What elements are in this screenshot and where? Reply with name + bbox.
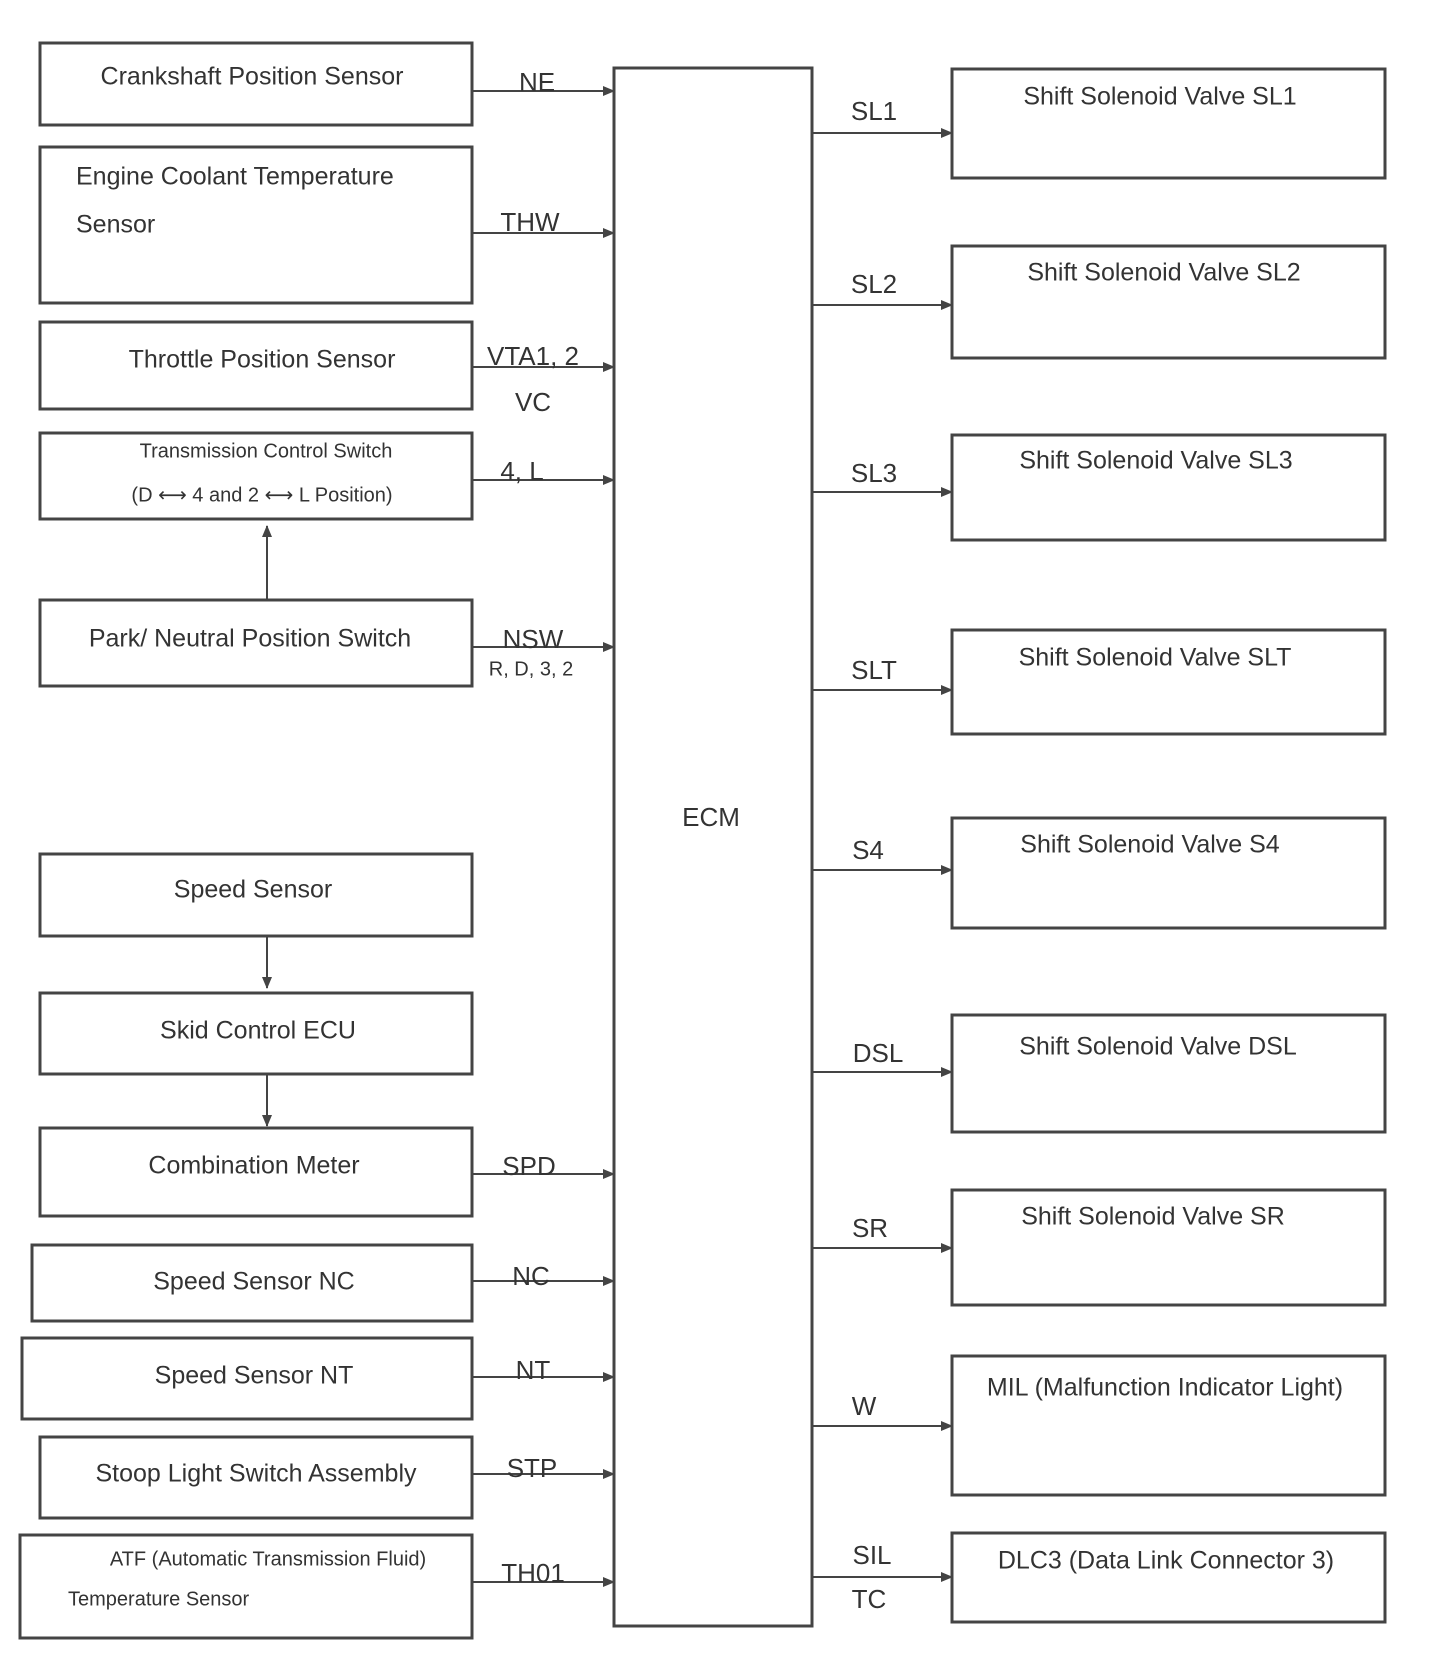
transmission-control-switch-d-4-and-2-l-position-label-1: Transmission Control Switch xyxy=(140,440,393,462)
shift-solenoid-valve-sl2-label: Shift Solenoid Valve SL2 xyxy=(1027,259,1300,287)
signal-sl3: SL3 xyxy=(851,458,897,488)
input-speed-sensor-nc: Speed Sensor NC NC xyxy=(30,1243,615,1323)
skid-control-ecu-label-1: Skid Control ECU xyxy=(160,1017,356,1045)
transmission-control-switch-d-4-and-2-l-position-label-2: (D ⟷ 4 and 2 ⟷ L Position) xyxy=(131,484,392,506)
speed-sensor-box xyxy=(38,852,474,938)
signal-nt: NT xyxy=(516,1355,551,1385)
dlc3-data-link-connector-3-box xyxy=(950,1531,1387,1624)
mil-malfunction-indicator-light-label: MIL (Malfunction Indicator Light) xyxy=(987,1374,1343,1402)
input-skid-control-ecu: Skid Control ECU xyxy=(38,991,474,1076)
speed-sensor-nc-label-1: Speed Sensor NC xyxy=(153,1268,355,1296)
dlc3-data-link-connector-3-label: DLC3 (Data Link Connector 3) xyxy=(998,1547,1334,1575)
output-dlc3-data-link-connector-3: DLC3 (Data Link Connector 3) SIL TC xyxy=(812,1531,1387,1624)
atf-automatic-transmission-fluid-temperature-sensor-box xyxy=(18,1533,474,1640)
shift-solenoid-valve-s4-label: Shift Solenoid Valve S4 xyxy=(1020,831,1280,859)
speed-sensor-nt-box xyxy=(20,1336,474,1421)
output-shift-solenoid-valve-dsl: Shift Solenoid Valve DSL DSL xyxy=(812,1013,1387,1134)
signal-tc: TC xyxy=(852,1584,887,1614)
speed-sensor-nt-label-1: Speed Sensor NT xyxy=(155,1362,354,1390)
signal-ne: NE xyxy=(519,67,555,97)
output-shift-solenoid-valve-sl1: Shift Solenoid Valve SL1 SL1 xyxy=(812,67,1387,180)
signal-sl1: SL1 xyxy=(851,96,897,126)
signal-slt: SLT xyxy=(851,655,897,685)
signal-w: W xyxy=(852,1391,877,1421)
signal-spd: SPD xyxy=(502,1151,555,1181)
ecm-label: ECM xyxy=(682,802,740,832)
ecm-box xyxy=(612,66,814,1628)
input-atf-automatic-transmission-fluid-temperature-sensor: ATF (Automatic Transmission Fluid) Temper… xyxy=(18,1533,615,1640)
input-stoop-light-switch-assembly: Stoop Light Switch Assembly STP xyxy=(38,1435,615,1520)
output-shift-solenoid-valve-sl3: Shift Solenoid Valve SL3 SL3 xyxy=(812,433,1387,542)
input-transmission-control-switch-d-4-and-2-l-position: Transmission Control Switch (D ⟷ 4 and 2 … xyxy=(38,431,615,521)
speed-sensor-label-1: Speed Sensor xyxy=(174,876,332,904)
combination-meter-label-1: Combination Meter xyxy=(148,1152,359,1180)
signal-sr: SR xyxy=(852,1213,888,1243)
shift-solenoid-valve-dsl-label: Shift Solenoid Valve DSL xyxy=(1019,1033,1297,1061)
input-throttle-position-sensor: Throttle Position Sensor VTA1, 2 VC xyxy=(38,320,615,417)
engine-coolant-temperature-sensor-box xyxy=(38,145,474,305)
input-speed-sensor-nt: Speed Sensor NT NT xyxy=(20,1336,615,1421)
shift-solenoid-valve-slt-box xyxy=(950,628,1387,736)
stoop-light-switch-assembly-box xyxy=(38,1435,474,1520)
shift-solenoid-valve-sl3-label: Shift Solenoid Valve SL3 xyxy=(1019,447,1292,475)
skid-control-ecu-box xyxy=(38,991,474,1076)
output-shift-solenoid-valve-slt: Shift Solenoid Valve SLT SLT xyxy=(812,628,1387,736)
shift-solenoid-valve-sr-box xyxy=(950,1188,1387,1307)
crankshaft-position-sensor-label-1: Crankshaft Position Sensor xyxy=(101,63,404,91)
signal-4-l: 4, L xyxy=(500,456,543,486)
throttle-position-sensor-label-1: Throttle Position Sensor xyxy=(129,346,396,374)
atf-automatic-transmission-fluid-temperature-sensor-label-2: Temperature Sensor xyxy=(68,1588,250,1610)
shift-solenoid-valve-slt-label: Shift Solenoid Valve SLT xyxy=(1019,644,1292,672)
transmission-control-switch-d-4-and-2-l-position-box xyxy=(38,431,474,521)
signal-sl2: SL2 xyxy=(851,269,897,299)
engine-coolant-temperature-sensor-label-2: Sensor xyxy=(76,211,155,239)
engine-coolant-temperature-sensor-label-1: Engine Coolant Temperature xyxy=(76,163,394,191)
signal-th01: TH01 xyxy=(501,1558,565,1588)
shift-solenoid-valve-s4-box xyxy=(950,816,1387,930)
input-speed-sensor: Speed Sensor xyxy=(38,852,474,938)
output-shift-solenoid-valve-sr: Shift Solenoid Valve SR SR xyxy=(812,1188,1387,1307)
signal-thw: THW xyxy=(500,207,560,237)
signal-vta1-2: VTA1, 2 xyxy=(487,341,579,371)
atf-automatic-transmission-fluid-temperature-sensor-label-1: ATF (Automatic Transmission Fluid) xyxy=(110,1548,426,1570)
stoop-light-switch-assembly-label-1: Stoop Light Switch Assembly xyxy=(96,1460,417,1488)
output-shift-solenoid-valve-sl2: Shift Solenoid Valve SL2 SL2 xyxy=(812,244,1387,360)
shift-solenoid-valve-sr-label: Shift Solenoid Valve SR xyxy=(1021,1203,1285,1231)
signal-sil: SIL xyxy=(852,1540,891,1570)
signal-s4: S4 xyxy=(852,835,884,865)
shift-solenoid-valve-sl1-box xyxy=(950,67,1387,180)
speed-sensor-nc-box xyxy=(30,1243,474,1323)
output-mil-malfunction-indicator-light: MIL (Malfunction Indicator Light) W xyxy=(812,1354,1387,1497)
signal-r-d-3-2: R, D, 3, 2 xyxy=(489,658,573,680)
signal-nc: NC xyxy=(512,1261,550,1291)
signal-vc: VC xyxy=(515,387,551,417)
mil-malfunction-indicator-light-box xyxy=(950,1354,1387,1497)
shift-solenoid-valve-sl3-box xyxy=(950,433,1387,542)
input-devices: Crankshaft Position Sensor NE Engine Coola… xyxy=(18,41,615,1640)
park-neutral-position-switch-label-1: Park/ Neutral Position Switch xyxy=(89,625,411,653)
output-shift-solenoid-valve-s4: Shift Solenoid Valve S4 S4 xyxy=(812,816,1387,930)
signal-nsw: NSW xyxy=(503,624,564,654)
signal-dsl: DSL xyxy=(853,1038,904,1068)
shift-solenoid-valve-sl2-box xyxy=(950,244,1387,360)
throttle-position-sensor-box xyxy=(38,320,474,411)
input-crankshaft-position-sensor: Crankshaft Position Sensor NE xyxy=(38,41,615,127)
signal-stp: STP xyxy=(507,1453,558,1483)
input-park-neutral-position-switch: Park/ Neutral Position Switch NSW R, D, 3,… xyxy=(38,598,615,688)
park-neutral-position-switch-box xyxy=(38,598,474,688)
combination-meter-box xyxy=(38,1126,474,1218)
shift-solenoid-valve-sl1-label: Shift Solenoid Valve SL1 xyxy=(1023,83,1296,111)
crankshaft-position-sensor-box xyxy=(38,41,474,127)
input-combination-meter: Combination Meter SPD xyxy=(38,1126,615,1218)
